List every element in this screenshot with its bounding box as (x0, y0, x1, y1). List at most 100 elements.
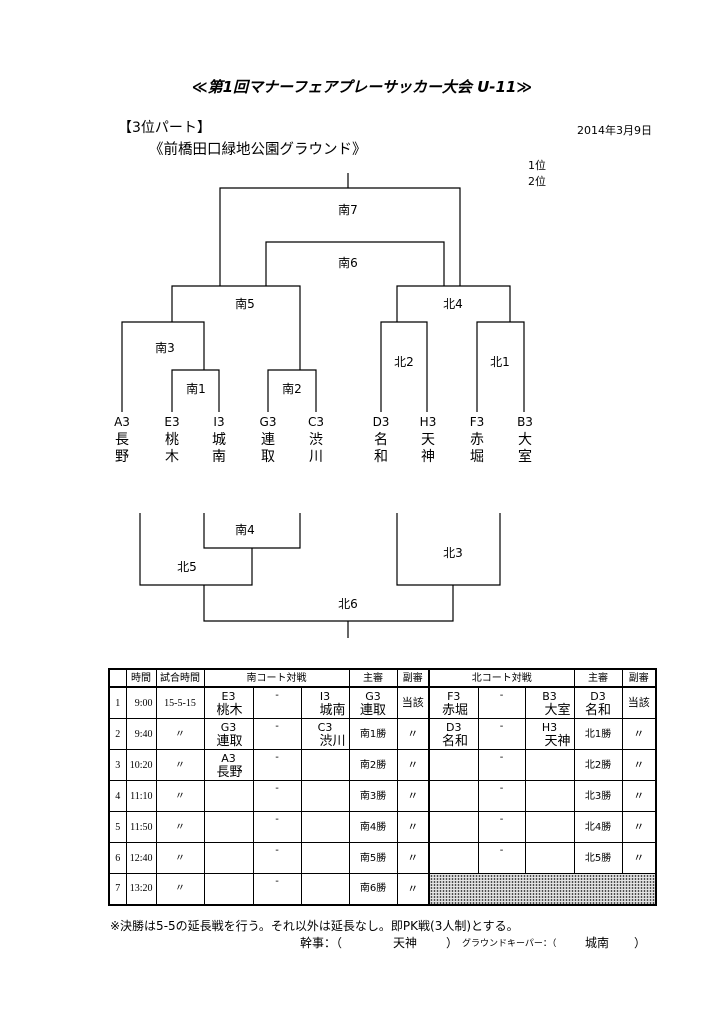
team-code-g3: G3 (259, 415, 277, 429)
bracket-line-kita6 (203, 585, 454, 622)
ground-keeper-team: 城南 (585, 936, 610, 950)
team-code: I3 (319, 690, 331, 703)
team-code: A3 (221, 752, 236, 765)
match-label-minami2: 南2 (282, 382, 302, 396)
south-referee: 南5勝 (348, 842, 398, 874)
team-name-b3: 大室 (518, 432, 532, 465)
team-code: C3 (317, 721, 333, 734)
match-number: 3 (108, 749, 127, 781)
match-number: 6 (108, 842, 127, 874)
south-assistant-referee: 当該 (396, 686, 430, 719)
bracket-line-minami3 (121, 321, 205, 412)
team-code: D3 (590, 690, 606, 703)
north-assistant-referee: 当該 (621, 686, 657, 719)
versus-dash: - (477, 842, 526, 874)
team-name-a3: 長野 (115, 432, 129, 465)
header-cell-north-court: 北コート対戦 (428, 668, 575, 688)
match-label-minami7: 南7 (338, 203, 358, 217)
south-referee: 南2勝 (348, 749, 398, 781)
match-number: 1 (108, 686, 127, 719)
match-number: 5 (108, 811, 127, 843)
extra-time-note: ※決勝は5-5の延長戦を行う。それ以外は延長なし。即PK戦(3人制)とする。 (110, 919, 519, 933)
team-code-d3: D3 (372, 415, 390, 429)
south-assistant-referee: 〃 (396, 873, 430, 905)
south-assistant-referee: 〃 (396, 718, 430, 750)
match-number: 7 (108, 873, 127, 905)
south-away-team (300, 842, 350, 874)
versus-dash: - (252, 749, 302, 781)
start-time: 13:20 (125, 873, 157, 905)
versus-dash: - (477, 811, 526, 843)
north-home-team (428, 749, 479, 781)
organizer-close: ） (446, 936, 459, 950)
team-code: H3 (541, 721, 558, 734)
south-home-team (203, 842, 254, 874)
team-name: 連取 (216, 734, 243, 749)
versus-dash: - (252, 718, 302, 750)
south-assistant-referee: 〃 (396, 749, 430, 781)
versus-dash: - (252, 873, 302, 905)
north-court-unused-cell (428, 873, 657, 905)
team-name-g3: 連取 (261, 432, 275, 465)
match-duration: 〃 (155, 811, 205, 843)
header-cell-number (108, 668, 127, 688)
team-name-i3: 城南 (212, 432, 226, 465)
start-time: 9:00 (125, 686, 157, 719)
south-away-team (300, 873, 350, 905)
team-code: G3 (220, 721, 237, 734)
match-label-kita4: 北4 (443, 297, 463, 311)
table-header-row: 時間 試合時間 南コート対戦 主審 副審 北コート対戦 主審 副審 (108, 668, 657, 688)
team-name: 桃木 (216, 703, 243, 718)
north-away-team (524, 811, 575, 843)
north-assistant-referee: 〃 (621, 749, 657, 781)
match-label-minami3: 南3 (155, 341, 175, 355)
versus-dash: - (477, 686, 526, 719)
start-time: 12:40 (125, 842, 157, 874)
team-name: 渋川 (319, 734, 346, 749)
start-time: 11:10 (125, 780, 157, 812)
south-away-team (300, 749, 350, 781)
team-name-d3: 名和 (374, 432, 388, 465)
south-referee: 南3勝 (348, 780, 398, 812)
match-label-kita3: 北3 (443, 546, 463, 560)
match-label-minami6: 南6 (338, 256, 358, 270)
table-row: 7 13:20 〃 - 南6勝 〃 (108, 873, 657, 905)
team-name-e3: 桃木 (165, 432, 179, 465)
part-label: 【3位パート】 (118, 120, 211, 136)
south-home-team (203, 873, 254, 905)
north-referee: 北2勝 (573, 749, 623, 781)
versus-dash: - (252, 686, 302, 719)
team-name: 名和 (585, 703, 612, 718)
north-home-team (428, 842, 479, 874)
match-duration: 〃 (155, 780, 205, 812)
team-code: G3 (365, 690, 381, 703)
match-duration: 〃 (155, 873, 205, 905)
north-assistant-referee: 〃 (621, 842, 657, 874)
south-home-team (203, 811, 254, 843)
north-assistant-referee: 〃 (621, 780, 657, 812)
north-referee: 北1勝 (573, 718, 623, 750)
south-assistant-referee: 〃 (396, 780, 430, 812)
south-assistant-referee: 〃 (396, 842, 430, 874)
versus-dash: - (252, 842, 302, 874)
north-home-team (428, 811, 479, 843)
south-referee: 南4勝 (348, 811, 398, 843)
team-name-h3: 天神 (421, 432, 435, 465)
north-referee: 北3勝 (573, 780, 623, 812)
date-label: 2014年3月9日 (577, 124, 652, 137)
versus-dash: - (477, 749, 526, 781)
start-time: 11:50 (125, 811, 157, 843)
north-assistant-referee: 〃 (621, 811, 657, 843)
match-label-kita6: 北6 (338, 597, 358, 611)
team-code-h3: H3 (419, 415, 437, 429)
